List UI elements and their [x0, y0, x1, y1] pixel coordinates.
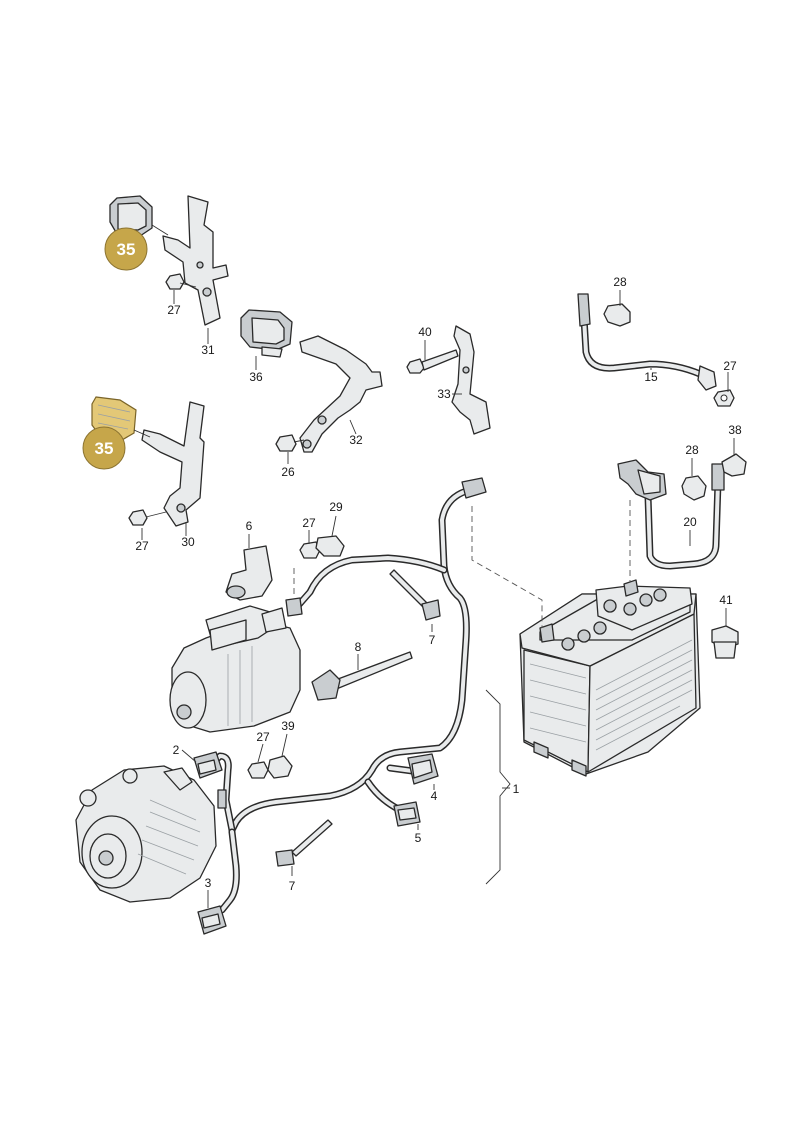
cable-tie-7-upper[interactable]	[389, 569, 441, 621]
nut-27-lower[interactable]	[247, 761, 269, 779]
grommet-29[interactable]	[315, 535, 345, 557]
connector-3[interactable]	[197, 905, 227, 935]
callout-41: 41	[719, 593, 733, 607]
badge-35-highlighted[interactable]: 35	[82, 426, 126, 470]
nut-27-left[interactable]	[128, 509, 167, 526]
callout-31: 31	[201, 343, 215, 357]
nut-27-top[interactable]	[165, 273, 197, 290]
badge-35-top[interactable]: 35	[104, 227, 148, 271]
wiring-harness-1[interactable]	[210, 477, 487, 914]
cable-20[interactable]	[617, 459, 725, 570]
callout-29: 29	[329, 500, 343, 514]
nut-27-mid[interactable]	[299, 541, 321, 559]
bracket-33[interactable]	[451, 325, 491, 435]
alternator[interactable]	[75, 765, 217, 903]
grommet-39[interactable]	[267, 755, 293, 779]
connector-2[interactable]	[193, 751, 223, 779]
nut-26[interactable]	[275, 434, 305, 452]
bracket-31[interactable]	[162, 195, 229, 326]
callout-33: 33	[437, 387, 451, 401]
bolt-41[interactable]	[711, 625, 739, 659]
callout-26: 26	[281, 465, 295, 479]
callout-40: 40	[418, 325, 432, 339]
callout-3: 3	[205, 876, 212, 890]
callout-36: 36	[249, 370, 263, 384]
relay-36[interactable]	[240, 309, 293, 358]
callout-7: 7	[429, 633, 436, 647]
dashed-guides	[293, 500, 631, 628]
relay-35-top[interactable]	[109, 195, 169, 237]
callout-8: 8	[355, 640, 362, 654]
callout-1: 1	[513, 782, 520, 796]
connector-5[interactable]	[393, 801, 421, 827]
leader-lines	[141, 290, 735, 908]
bracket-30[interactable]	[141, 401, 205, 527]
callout-27: 27	[256, 730, 270, 744]
clamp-38[interactable]	[721, 453, 747, 477]
callout-4: 4	[431, 789, 438, 803]
callout-20: 20	[683, 515, 697, 529]
connector-4[interactable]	[407, 753, 439, 785]
callout-32: 32	[349, 433, 363, 447]
callout-7: 7	[289, 879, 296, 893]
callout-27: 27	[723, 359, 737, 373]
callout-27: 27	[135, 539, 149, 553]
holder-6[interactable]	[225, 545, 273, 601]
callout-28: 28	[613, 275, 627, 289]
svg-text:35: 35	[117, 240, 136, 259]
battery[interactable]	[519, 579, 701, 777]
nut-28-right[interactable]	[681, 475, 707, 501]
harness-brace	[485, 689, 511, 885]
callout-labels: 31 27 36 32 26 27 30 40 33 28 15 27 28 3…	[135, 275, 742, 893]
nut-28-top[interactable]	[603, 303, 631, 327]
nut-27-right-top[interactable]	[713, 389, 735, 407]
bracket-32[interactable]	[299, 335, 383, 453]
cable-15[interactable]	[577, 293, 717, 391]
callout-2: 2	[173, 743, 180, 757]
bolt-40[interactable]	[406, 349, 459, 374]
cable-tie-8[interactable]	[311, 651, 413, 701]
svg-text:35: 35	[95, 439, 114, 458]
callout-15: 15	[644, 370, 658, 384]
callout-27: 27	[167, 303, 181, 317]
cable-tie-7-lower[interactable]	[275, 819, 333, 867]
starter-motor[interactable]	[169, 605, 301, 733]
callout-5: 5	[415, 831, 422, 845]
callout-39: 39	[281, 719, 295, 733]
callout-6: 6	[246, 519, 253, 533]
callout-30: 30	[181, 535, 195, 549]
callout-27: 27	[302, 516, 316, 530]
callout-28: 28	[685, 443, 699, 457]
callout-38: 38	[728, 423, 742, 437]
